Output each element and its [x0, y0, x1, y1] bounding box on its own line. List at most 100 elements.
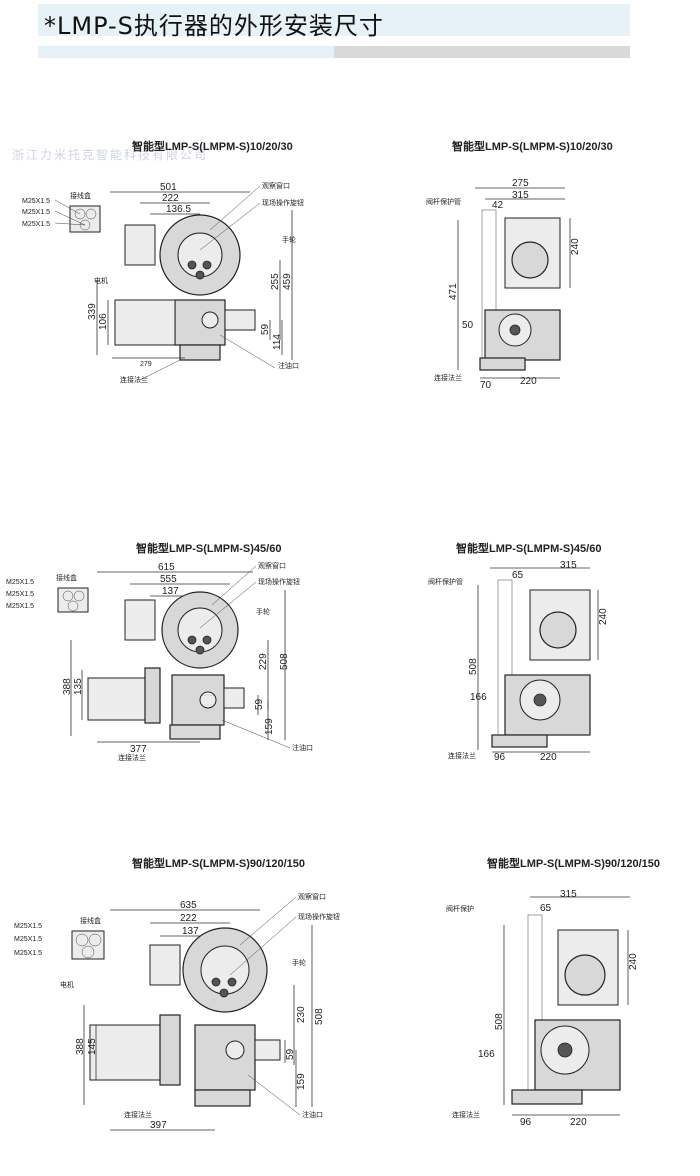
flange-label: 连接法兰	[118, 753, 146, 762]
thread-label: M25X1.5	[14, 950, 42, 957]
dim-d2: 508	[279, 653, 290, 670]
thread-label: M25X1.5	[22, 209, 50, 216]
dim-base: 377	[130, 744, 147, 755]
dim-width: 635	[180, 900, 197, 911]
dim-d1: 229	[258, 653, 269, 670]
flange-label: 连接法兰	[124, 1110, 152, 1119]
front-view-drawing-3: M25X1.5 M25X1.5 M25X1.5 接线盒 615 555 137 …	[6, 561, 313, 762]
window-label: 观察窗口	[258, 561, 286, 570]
dim-hc: 166	[478, 1049, 495, 1060]
dim-d2: 508	[314, 1008, 325, 1025]
front-view-drawing-5: M25X1.5 M25X1.5 M25X1.5 接线盒 635 222 137 …	[14, 892, 340, 1131]
thread-label: M25X1.5	[14, 923, 42, 930]
page-title: *LMP-S执行器的外形安装尺寸	[44, 12, 384, 40]
thread-label: M25X1.5	[6, 579, 34, 586]
thread-label: M25X1.5	[22, 221, 50, 228]
handwheel-label: 手轮	[256, 607, 270, 616]
dim-b2: 220	[540, 752, 557, 763]
conduit-box-label: 接线盒	[80, 916, 101, 925]
dim-h2: 135	[73, 678, 84, 695]
dim-top: 240	[598, 608, 609, 625]
front-view-drawing-1: M25X1.5 M25X1.5 M25X1.5 接线盒 501 222 136.…	[22, 181, 304, 384]
knob-label: 现场操作旋钮	[262, 198, 304, 207]
dim-b: 137	[162, 586, 179, 597]
thread-label: M25X1.5	[14, 936, 42, 943]
dim-off: 65	[540, 903, 552, 914]
side-view-drawing-4: 阀杆保护管 315 65 508 240 166 连接法兰 96 220	[428, 560, 609, 763]
flange-side	[479, 357, 526, 371]
diagram-4-caption: 智能型LMP-S(LMPM-S)45/60	[456, 543, 602, 555]
dim-h2: 145	[87, 1038, 98, 1055]
window-label: 观察窗口	[262, 181, 290, 190]
dim-d2: 459	[282, 273, 293, 290]
thread-label: M25X1.5	[6, 603, 34, 610]
dim-h2: 106	[98, 313, 109, 330]
dim-b1: 70	[480, 380, 492, 391]
window-label: 观察窗口	[298, 892, 326, 901]
dim-d1: 255	[270, 273, 281, 290]
dim-off: 65	[512, 570, 524, 581]
dim-top: 240	[628, 953, 639, 970]
dim-b: 136.5	[166, 204, 191, 215]
header-divider	[38, 46, 630, 58]
dim-a: 222	[180, 913, 197, 924]
dim-b1: 96	[494, 752, 506, 763]
dim-hc: 166	[470, 692, 487, 703]
diagram-2-caption: 智能型LMP-S(LMPM-S)10/20/30	[452, 141, 613, 153]
conduit-box-label: 接线盒	[70, 191, 91, 200]
flange-label: 连接法兰	[434, 373, 462, 382]
flange-label: 连接法兰	[452, 1110, 480, 1119]
dim-h1: 388	[62, 678, 73, 695]
conduit-arm	[124, 224, 156, 266]
dim-a: 222	[162, 193, 179, 204]
flange-label: 连接法兰	[448, 751, 476, 760]
dim-h1: 339	[87, 303, 98, 320]
dim-w2: 315	[560, 889, 577, 900]
handwheel-label: 手轮	[282, 235, 296, 244]
handwheel-label: 手轮	[292, 958, 306, 967]
conduit-box-shape	[69, 205, 101, 233]
dim-hc: 50	[462, 320, 474, 331]
dim-w: 275	[512, 178, 529, 189]
thread-label: M25X1.5	[22, 198, 50, 205]
dim-d3: 59	[285, 1048, 296, 1060]
dim-a: 555	[160, 574, 177, 585]
dim-d4: 114	[272, 334, 283, 350]
dim-w2: 315	[560, 560, 577, 571]
dim-d4: 159	[296, 1073, 307, 1090]
dim-h1: 388	[75, 1038, 86, 1055]
stem-protect-label: 阀杆保护管	[428, 577, 463, 586]
diagram-5-caption: 智能型LMP-S(LMPM-S)90/120/150	[132, 858, 305, 870]
dim-d3: 59	[260, 323, 271, 335]
motor-label: 电机	[60, 980, 74, 989]
company-watermark: 浙江力米托克智能科技有限公司	[12, 148, 209, 162]
dim-d1: 230	[296, 1006, 307, 1023]
dim-base: 279	[140, 361, 152, 368]
motor	[114, 299, 176, 346]
knob-label: 现场操作旋钮	[298, 912, 340, 921]
stem-protect-label: 阀杆保护管	[426, 197, 461, 206]
dim-d3: 59	[254, 698, 265, 710]
diagram-6-caption: 智能型LMP-S(LMPM-S)90/120/150	[487, 858, 660, 870]
dim-top: 240	[570, 238, 581, 255]
section-header: *LMP-S执行器的外形安装尺寸	[38, 4, 630, 40]
oil-label: 注油口	[292, 743, 313, 752]
dim-b2: 220	[570, 1117, 587, 1128]
dim-base: 397	[150, 1120, 167, 1131]
dim-h: 508	[494, 1013, 505, 1030]
dim-h: 508	[468, 658, 479, 675]
dim-d4: 159	[264, 718, 275, 735]
dim-b1: 96	[520, 1117, 532, 1128]
stem-protect-label: 阀杆保护	[446, 904, 474, 913]
oil-label: 注油口	[302, 1110, 323, 1119]
dim-b2: 220	[520, 376, 537, 387]
dim-b: 137	[182, 926, 199, 937]
diagram-3-caption: 智能型LMP-S(LMPM-S)45/60	[136, 543, 282, 555]
dim-width: 501	[160, 182, 177, 193]
oil-label: 注油口	[278, 361, 299, 370]
flange-label: 连接法兰	[120, 375, 148, 384]
side-view-drawing-6: 阀杆保护 315 65 508 240 166 连接法兰 96 220	[446, 889, 639, 1128]
thread-label: M25X1.5	[6, 591, 34, 598]
dim-off: 42	[492, 200, 504, 211]
dim-width: 615	[158, 562, 175, 573]
